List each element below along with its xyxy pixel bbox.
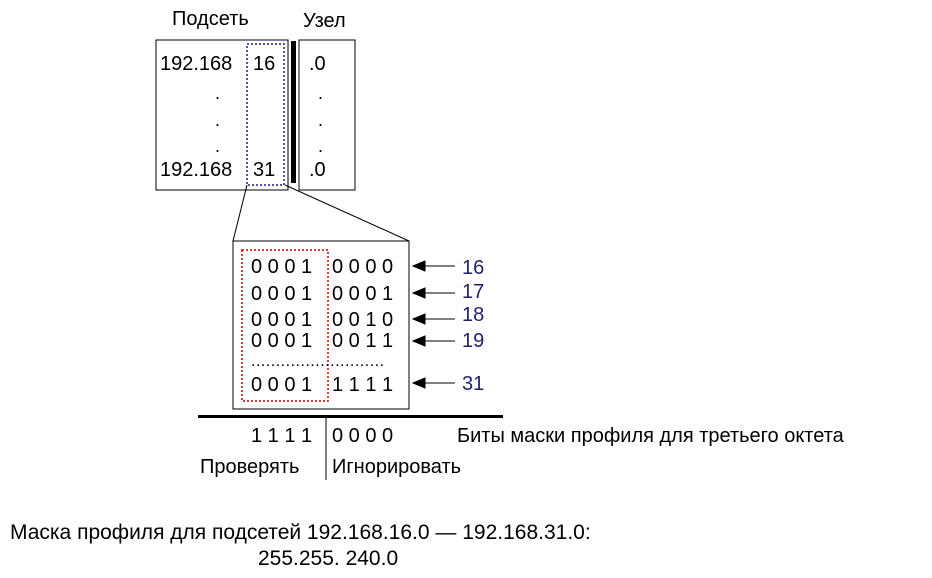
bit-row-low: 0 0 0 1: [332, 283, 394, 305]
subnet-header: Подсеть: [172, 8, 249, 30]
mask-separator-line: [198, 415, 503, 418]
zoom-line-left: [232, 184, 248, 242]
host-ellipsis-3: .: [318, 136, 324, 156]
bit-row-label: 17: [462, 281, 485, 303]
separator-bar: [291, 41, 296, 183]
bit-row-high: 0 0 0 1: [251, 256, 313, 278]
row-arrows: [411, 260, 455, 389]
last-subnet-octet: 31: [253, 159, 276, 181]
host-last: .0: [309, 159, 326, 181]
bit-row-label: 16: [462, 257, 485, 279]
mask-low-bits: 0 0 0 0: [332, 425, 394, 447]
host-box: [298, 39, 356, 191]
ignore-label: Игнорировать: [332, 456, 462, 478]
footer-mask-value: 255.255. 240.0: [258, 547, 399, 570]
mask-high-bits: 1 1 1 1: [251, 425, 313, 447]
last-subnet-prefix: 192.168: [160, 159, 233, 181]
bit-row-high: 0 0 0 1: [251, 283, 313, 305]
bits-box: [232, 240, 410, 410]
bit-row-high: 0 0 0 1: [251, 330, 313, 352]
host-ellipsis-2: .: [318, 110, 324, 130]
subnet-ellipsis-1: .: [215, 83, 221, 103]
bit-row-high: 0 0 0 1: [251, 309, 313, 331]
bit-rows-ellipsis: ...........................: [251, 353, 385, 370]
mask-caption: Биты маски профиля для третьего октета: [457, 425, 844, 447]
first-subnet-octet: 16: [253, 53, 276, 75]
bit-row-label: 18: [462, 304, 485, 326]
footer-mask-description: Маска профиля для подсетей 192.168.16.0 …: [10, 521, 591, 544]
high-bits-highlight: [241, 249, 329, 402]
host-ellipsis-1: .: [318, 83, 324, 103]
host-first: .0: [309, 53, 326, 75]
host-header: Узел: [303, 10, 346, 32]
bit-row-label: 19: [462, 330, 485, 352]
subnet-box: [155, 39, 289, 191]
bit-row-low: 0 0 1 1: [332, 330, 394, 352]
check-label: Проверять: [200, 456, 300, 478]
bit-row-low: 1 1 1 1: [332, 374, 394, 396]
subnet-ellipsis-2: .: [215, 110, 221, 130]
bit-row-low: 0 0 1 0: [332, 309, 394, 331]
first-subnet-prefix: 192.168: [160, 53, 233, 75]
subnet-ellipsis-3: .: [215, 136, 221, 156]
bit-row-high: 0 0 0 1: [251, 374, 313, 396]
bit-row-low: 0 0 0 0: [332, 256, 394, 278]
zoom-line-right: [284, 184, 410, 242]
third-octet-highlight: [246, 43, 285, 186]
bit-row-label: 31: [462, 373, 485, 395]
